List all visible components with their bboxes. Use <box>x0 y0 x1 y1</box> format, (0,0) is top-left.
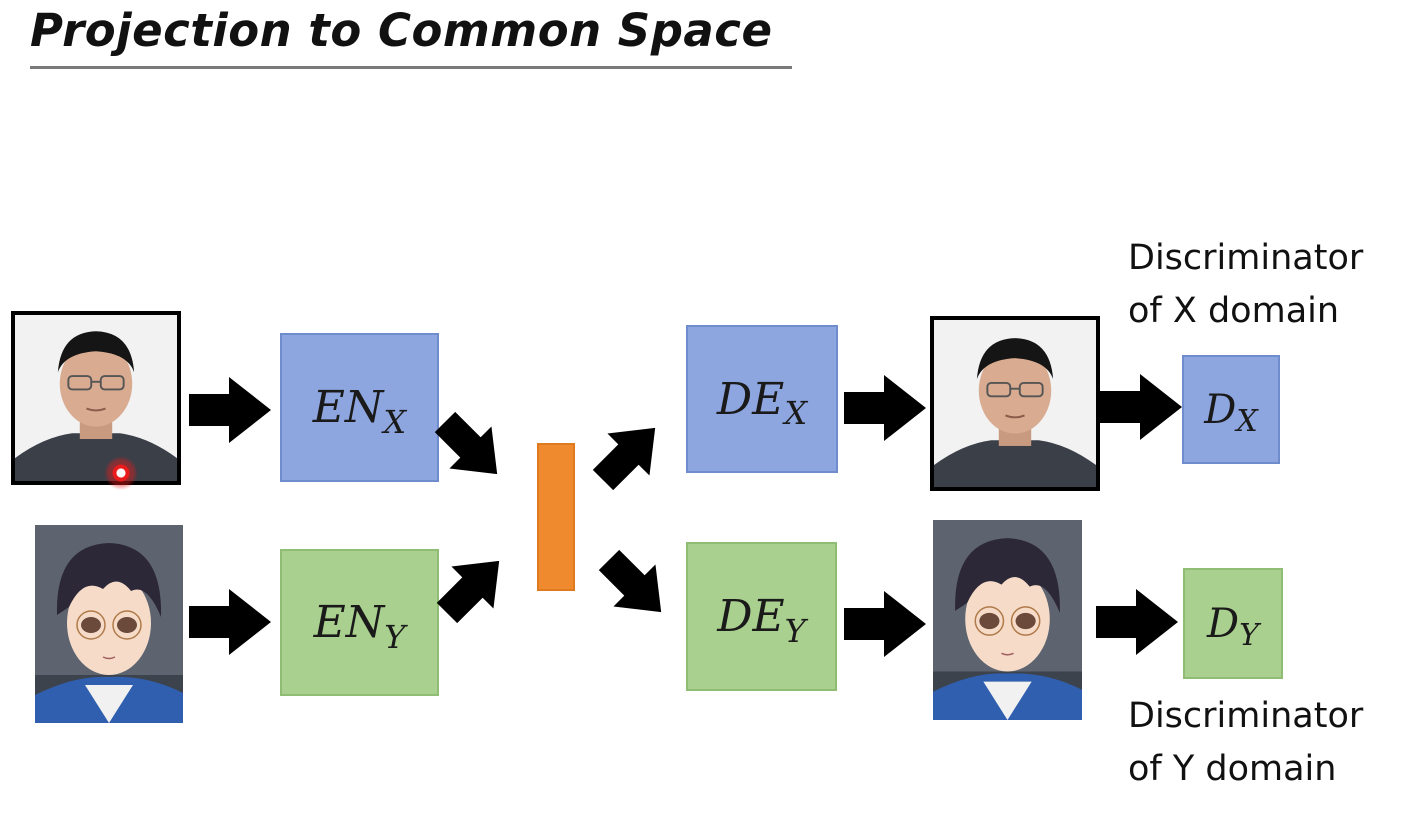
arrow-encoder-x-to-code <box>423 400 519 496</box>
discriminator-x-subscript: X <box>1236 404 1258 439</box>
output-anime-y-image <box>933 520 1082 720</box>
discriminator-y-label: D <box>1207 600 1240 647</box>
title-underline <box>30 66 792 69</box>
decoder-x-subscript: X <box>784 394 808 432</box>
discriminator-x-caption-line1: Discriminator <box>1128 238 1364 278</box>
encoder-x-label: EN <box>312 382 384 433</box>
arrow-code-to-decoder-y <box>587 538 683 634</box>
decoder-y-subscript: Y <box>784 611 806 650</box>
laser-pointer-dot <box>104 456 138 490</box>
arrow-output-y-to-discriminator <box>1096 589 1178 655</box>
discriminator-y-caption: Discriminator of Y domain <box>1128 690 1363 796</box>
discriminator-x-caption-line2: of X domain <box>1128 291 1340 331</box>
decoder-y-label: DE <box>717 591 785 642</box>
discriminator-y-subscript: Y <box>1239 618 1259 653</box>
input-anime-y-image <box>35 525 183 723</box>
slide-title: Projection to Common Space <box>30 4 773 57</box>
discriminator-y-caption-line1: Discriminator <box>1128 696 1364 736</box>
input-face-x-image <box>11 311 181 485</box>
arrow-input-x-to-encoder <box>189 377 271 443</box>
arrow-decoder-y-to-output <box>844 591 926 657</box>
discriminator-x-label: D <box>1204 386 1237 433</box>
arrow-code-to-decoder-x <box>581 406 677 502</box>
arrow-decoder-x-to-output <box>844 375 926 441</box>
encoder-x-subscript: X <box>383 402 407 441</box>
encoder-y-subscript: Y <box>384 617 406 656</box>
encoder-y-label: EN <box>313 597 385 648</box>
arrow-output-x-to-discriminator <box>1100 374 1182 440</box>
decoder-x-label: DE <box>716 373 785 425</box>
discriminator-x-caption: Discriminator of X domain <box>1128 232 1363 338</box>
arrow-input-y-to-encoder <box>189 589 271 655</box>
arrow-encoder-y-to-code <box>425 539 521 635</box>
discriminator-y-caption-line2: of Y domain <box>1128 749 1337 789</box>
latent-code-bar <box>537 443 575 591</box>
output-face-x-image <box>930 316 1100 491</box>
